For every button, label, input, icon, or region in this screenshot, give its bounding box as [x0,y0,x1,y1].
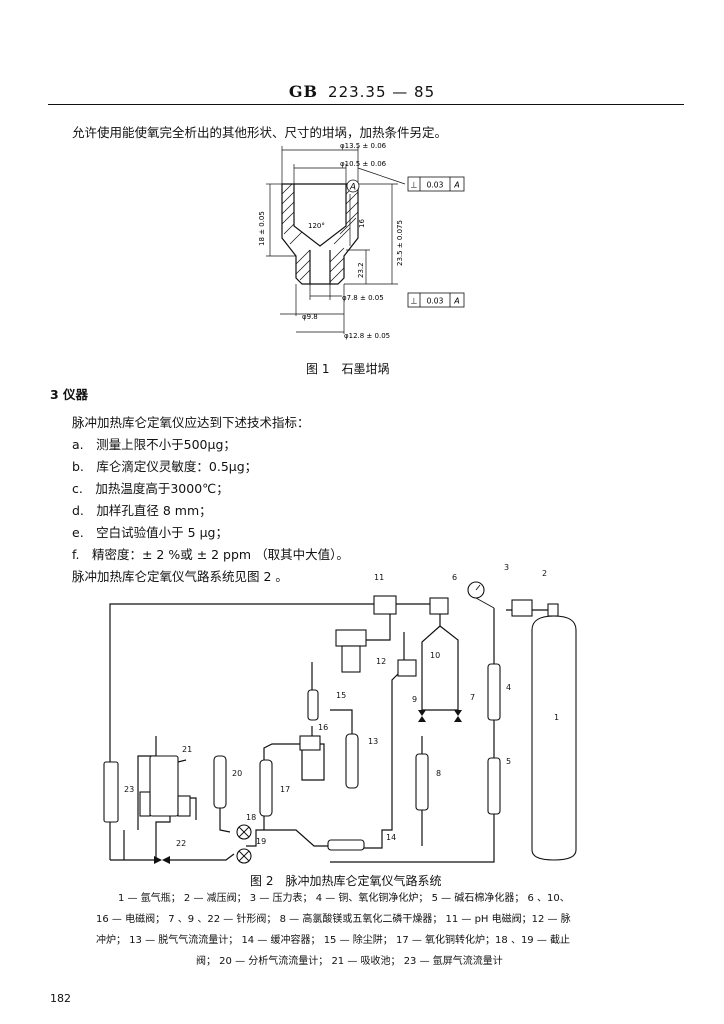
component-5-ascarite-purifier [487,757,501,815]
dim-bore: φ7.8 ± 0.05 [342,294,384,302]
dim-lower: 23.2 [357,262,365,278]
svg-text:12: 12 [376,657,386,666]
svg-text:20: 20 [232,769,242,778]
svg-text:17: 17 [280,785,290,794]
component-8-dryer [415,753,429,811]
component-14-buffer [327,839,365,851]
figure-2-gas-path-diagram: 1 2 3 4 5 6 7 8 9 10 11 12 13 14 15 16 1… [103,563,577,864]
section-3-heading: 3 仪器 [50,387,89,402]
svg-text:19: 19 [256,837,266,846]
svg-text:11: 11 [374,573,384,582]
svg-text:3: 3 [504,563,509,572]
running-header: GB 223.35 — 85 [0,82,724,101]
component-16-valve [299,735,321,751]
svg-text:4: 4 [506,683,511,692]
dim-top-outer: φ13.5 ± 0.06 [340,142,387,150]
crucible-outline [281,183,359,285]
standard-number: 223.35 — 85 [328,83,436,101]
section-3-lead: 脉冲加热库仑定氧仪应达到下述技术指标： [72,415,310,430]
figure-2-legend-line-4: 阀； 20 — 分析气流流量计； 21 — 吸收池； 23 — 氩屏气流流量计 [196,956,503,967]
dim-height-left: 18 ± 0.05 [258,211,266,246]
svg-text:5: 5 [506,757,511,766]
component-13-flowmeter [345,733,359,789]
dim-bottom-inner: φ9.8 [302,313,318,321]
figure-2-legend-line-1: 1 — 氩气瓶； 2 — 减压阀； 3 — 压力表； 4 — 铜、氧化铜净化炉；… [118,893,570,904]
svg-text:6: 6 [452,573,457,582]
crucible-bore [309,250,331,284]
dim-angle: 120° [308,222,325,230]
figure-2-legend-line-3: 冲炉； 13 — 脱气气流流量计； 14 — 缓冲容器； 15 — 除尘阱； 1… [96,935,571,946]
spec-item-d: d. 加样孔直径 8 mm； [72,503,212,518]
component-10-valve [397,659,417,677]
svg-text:1: 1 [554,713,559,722]
svg-text:13: 13 [368,737,378,746]
svg-text:0.03: 0.03 [427,181,444,190]
svg-text:18: 18 [246,813,256,822]
svg-text:23: 23 [124,785,134,794]
figure-1-caption: 图 1 石墨坩埚 [306,362,390,376]
svg-text:7: 7 [470,693,475,702]
svg-text:⊥: ⊥ [411,181,418,190]
component-11-valve [373,595,397,615]
crucible-cavity [293,184,347,247]
svg-text:16: 16 [318,723,328,732]
spec-item-b: b. 库仑滴定仪灵敏度：0.5μg； [72,459,258,474]
svg-text:22: 22 [176,839,186,848]
intro-paragraph: 允许使用能使氧完全析出的其他形状、尺寸的坩埚，加热条件另定。 [72,125,448,140]
component-20-flowmeter [213,755,227,809]
component-17-converter [259,759,273,817]
svg-text:0.03: 0.03 [427,297,444,306]
spec-item-e: e. 空白试验值小于 5 μg； [72,525,228,540]
svg-text:14: 14 [386,833,396,842]
component-21-absorption-cell [149,755,179,817]
spec-item-c: c. 加热温度高于3000℃； [72,481,229,496]
component-4-purifier [487,663,501,721]
figure-1-crucible-drawing: A φ13.5 ± 0.06 φ10.5 ± 0.06 120° 18 ± 0.… [258,142,465,340]
svg-text:A: A [453,181,459,190]
component-2-regulator [511,599,533,617]
svg-text:9: 9 [412,695,417,704]
svg-text:15: 15 [336,691,346,700]
component-12-pulse-furnace-top [335,629,367,647]
component-9-needle-valve [418,710,426,716]
dim-top-inner: φ10.5 ± 0.06 [340,160,387,168]
component-15-dust-trap [307,689,319,721]
component-12-pulse-furnace-body [341,645,361,673]
header-rule [48,104,684,105]
dim-total-height: 23.5 ± 0.075 [396,220,404,266]
svg-text:2: 2 [542,569,547,578]
svg-text:10: 10 [430,651,440,660]
figure-2-legend-line-2: 16 — 电磁阀； 7 、9 、22 — 针形阀； 8 — 高氯酸镁或五氧化二磷… [96,914,571,925]
datum-label: A [349,183,356,193]
dim-depth: 16 [358,219,366,228]
spec-item-a: a. 测量上限不小于500μg； [72,437,236,452]
component-6-valve [429,597,449,615]
component-1-argon-cylinder [531,615,577,861]
dim-bottom-outer: φ12.8 ± 0.05 [344,332,390,340]
standard-code: GB [288,82,319,101]
figure-2-caption: 图 2 脉冲加热库仑定氧仪气路系统 [250,874,442,888]
svg-text:21: 21 [182,745,192,754]
component-23-flowmeter [103,761,119,823]
svg-text:A: A [453,297,459,306]
datum-a-circle [346,179,360,193]
figure-2-reference: 脉冲加热库仑定氧仪气路系统见图 2 。 [72,569,288,584]
svg-text:⊥: ⊥ [411,297,418,306]
component-22-needle-valve [154,856,162,864]
page-number: 182 [50,992,71,1005]
svg-text:8: 8 [436,769,441,778]
component-7-needle-valve [454,710,462,716]
spec-item-f: f. 精密度：± 2 %或 ± 2 ppm （取其中大值）。 [72,547,349,562]
